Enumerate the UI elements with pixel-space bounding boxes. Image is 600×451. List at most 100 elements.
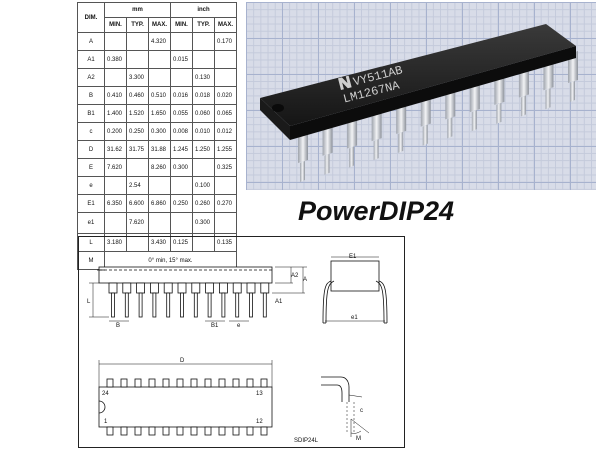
dim-cell: e1 <box>77 212 105 234</box>
top-pin <box>246 378 254 436</box>
package-drawing: A2 A A1 L B B1 e E1 e1 D 24 13 1 12 c M … <box>78 236 405 448</box>
chip-pins <box>298 51 578 182</box>
side-pins <box>108 282 270 318</box>
top-pin <box>218 378 226 436</box>
side-pin <box>205 282 214 318</box>
side-pin <box>218 282 228 318</box>
top-pin <box>232 378 240 436</box>
value-cell: 0.250 <box>126 122 149 141</box>
label-B: B <box>116 323 120 329</box>
package-title: PowerDIP24 <box>298 196 455 226</box>
top-pin <box>148 378 156 436</box>
value-cell: 31.62 <box>104 140 127 159</box>
value-cell: 1.255 <box>214 140 237 159</box>
value-cell <box>104 176 127 195</box>
side-pin <box>260 282 270 318</box>
value-cell: 1.520 <box>126 104 149 123</box>
value-cell: 0.325 <box>214 158 237 177</box>
label-pin24: 24 <box>102 391 109 397</box>
label-e1: e1 <box>351 315 358 321</box>
dim-cell: A2 <box>77 68 105 87</box>
value-cell: 0.380 <box>104 50 127 69</box>
label-M: M <box>356 436 361 442</box>
chip-pin <box>298 131 308 182</box>
value-cell: 0.010 <box>192 122 215 141</box>
value-cell: 1.245 <box>170 140 193 159</box>
value-cell <box>148 50 171 69</box>
sub-header: MIN. <box>170 17 193 33</box>
label-pin1: 1 <box>104 419 108 425</box>
chip-pin <box>420 94 431 146</box>
dimension-table: DIM. mm inch MIN. TYP. MAX. MIN. TYP. MA… <box>77 2 237 270</box>
value-cell: 0.270 <box>214 194 237 213</box>
value-cell: 1.400 <box>104 104 127 123</box>
value-cell: 7.620 <box>126 212 149 234</box>
value-cell <box>214 50 237 69</box>
dim-cell: B1 <box>77 104 105 123</box>
label-c: c <box>360 408 363 414</box>
label-D: D <box>180 358 185 364</box>
value-cell <box>126 32 149 51</box>
top-pin <box>134 378 142 436</box>
drawing-svg: A2 A A1 L B B1 e E1 e1 D 24 13 1 12 c M … <box>87 254 388 444</box>
value-cell: 0.260 <box>192 194 215 213</box>
value-cell: 0.016 <box>170 86 193 105</box>
side-pin <box>191 282 201 318</box>
side-pin <box>108 282 118 318</box>
value-cell: 31.75 <box>126 140 149 159</box>
value-cell <box>192 32 215 51</box>
side-pin <box>150 282 159 318</box>
value-cell: 0.200 <box>104 122 127 141</box>
dim-cell: B <box>77 86 105 105</box>
value-cell: 3.300 <box>126 68 149 87</box>
value-cell <box>126 158 149 177</box>
dim-cell: E <box>77 158 105 177</box>
sub-header: MAX. <box>214 17 237 33</box>
value-cell: 0.510 <box>148 86 171 105</box>
dim-cell: A1 <box>77 50 105 69</box>
label-A1: A1 <box>275 299 283 305</box>
dim-cell: c <box>77 122 105 141</box>
side-pin <box>177 282 187 318</box>
value-cell <box>214 176 237 195</box>
value-cell <box>214 212 237 234</box>
top-pin <box>106 378 114 436</box>
chip-pin <box>371 109 382 161</box>
label-L: L <box>87 299 91 305</box>
label-pin13: 13 <box>256 391 263 397</box>
value-cell <box>104 68 127 87</box>
side-pin <box>232 282 242 318</box>
value-cell <box>148 212 171 234</box>
value-cell: 0.460 <box>126 86 149 105</box>
end-view <box>322 256 388 324</box>
value-cell <box>170 212 193 234</box>
value-cell: 0.100 <box>192 176 215 195</box>
value-cell: 1.250 <box>192 140 215 159</box>
side-pin <box>163 282 173 318</box>
value-cell <box>192 50 215 69</box>
value-cell <box>170 68 193 87</box>
label-B1: B1 <box>211 323 219 329</box>
pin1-notch <box>272 104 284 112</box>
value-cell <box>214 68 237 87</box>
value-cell: 4.320 <box>148 32 171 51</box>
chip-pin <box>347 116 358 168</box>
drawing-ref: SDIP24L <box>294 438 319 444</box>
label-E1: E1 <box>349 254 357 260</box>
chip-illustration: VY511AB LM1267NA <box>260 24 578 182</box>
value-cell: 0.008 <box>170 122 193 141</box>
top-pin <box>120 378 128 436</box>
value-cell: 0.018 <box>192 86 215 105</box>
dim-header: DIM. <box>77 2 105 33</box>
top-pin <box>260 378 268 436</box>
chip-pin <box>494 72 505 124</box>
label-A: A <box>303 277 307 283</box>
value-cell: 0.065 <box>214 104 237 123</box>
